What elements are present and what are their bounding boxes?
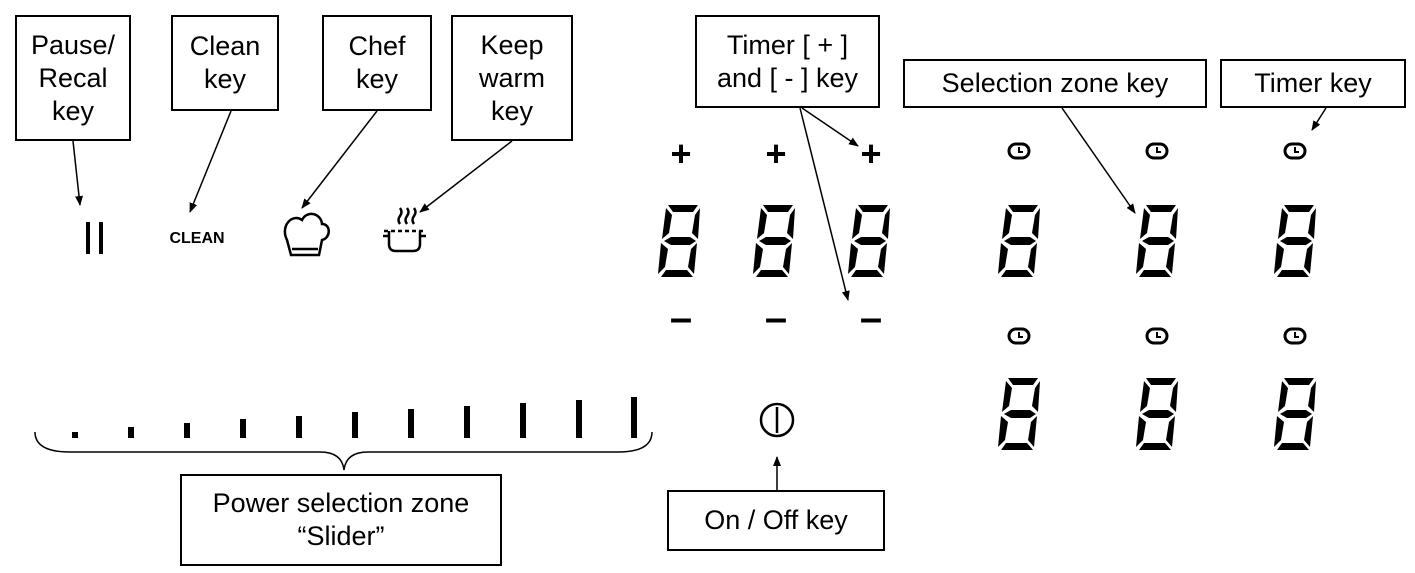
callout-on-off-key: On / Off key (667, 490, 885, 551)
zone-timer-icon-5[interactable] (1145, 327, 1169, 345)
timer-minus-key-2[interactable]: – (765, 296, 787, 340)
zone-display-4[interactable] (998, 378, 1040, 450)
zone-timer-icon-1[interactable] (1007, 142, 1031, 160)
zone-display-6[interactable] (1274, 378, 1316, 450)
zone-display-3[interactable] (1274, 205, 1316, 277)
pause-icon[interactable] (86, 222, 103, 254)
zone-timer-icon-6[interactable] (1283, 327, 1307, 345)
zone-display-2[interactable] (1136, 205, 1178, 277)
timer-plus-key-3[interactable]: + (860, 133, 881, 174)
timer-minus-key-3[interactable]: – (860, 296, 882, 340)
zone-timer-icon-3[interactable] (1283, 142, 1307, 160)
timer-display-1 (658, 205, 700, 277)
callout-keep-warm-key: Keep warm key (451, 15, 573, 141)
zone-timer-icon-2[interactable] (1145, 142, 1169, 160)
clean-key[interactable]: CLEAN (169, 230, 224, 247)
zone-display-1[interactable] (998, 205, 1040, 277)
power-slider[interactable] (72, 397, 637, 438)
callout-clean-key: Clean key (171, 15, 279, 111)
timer-display-2 (753, 205, 795, 277)
slider-brace (34, 431, 653, 471)
zone-timer-icon-4[interactable] (1007, 327, 1031, 345)
callout-power-selection-zone-slider: Power selection zone “Slider” (180, 474, 502, 566)
chef-hat-icon[interactable] (283, 212, 330, 257)
callout-timer-plus-minus-key: Timer [ + ] and [ - ] key (695, 15, 880, 108)
callout-chef-key: Chef key (322, 15, 432, 111)
timer-plus-key-2[interactable]: + (765, 133, 786, 174)
timer-minus-key-1[interactable]: – (670, 296, 692, 340)
zone-display-5[interactable] (1136, 378, 1178, 450)
timer-display-3 (848, 205, 890, 277)
callout-arrows (72, 107, 1327, 490)
callout-pause-recal-key: Pause/ Recal key (15, 15, 131, 141)
power-icon[interactable] (759, 402, 795, 438)
callout-selection-zone-key: Selection zone key (903, 59, 1207, 108)
timer-plus-key-1[interactable]: + (670, 133, 691, 174)
keep-warm-pot-icon[interactable] (383, 207, 426, 253)
callout-timer-key: Timer key (1220, 59, 1406, 108)
